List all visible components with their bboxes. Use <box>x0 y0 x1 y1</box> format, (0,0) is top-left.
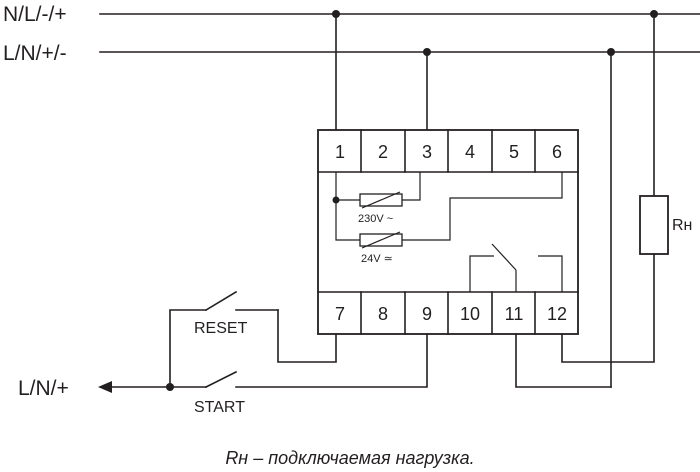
terminal-8-label: 8 <box>378 304 388 324</box>
coil-dc-slash <box>361 231 401 249</box>
contact-t10-lead <box>469 255 494 292</box>
load-label: Rн <box>672 217 692 234</box>
reset-switch-left-lead <box>169 309 207 388</box>
reset-switch-blade <box>204 290 238 312</box>
terminal-1-label: 1 <box>335 142 345 162</box>
wire-start-to-t9 <box>235 333 428 388</box>
control-switches: RESET START L/N/+ <box>18 290 428 416</box>
rail-bottom-label: L/N/+/- <box>3 42 67 65</box>
wire-t11-to-rail <box>515 333 612 388</box>
coil-ac-to-t3 <box>402 172 421 201</box>
power-rails: N/L/-/+ L/N/+/- <box>3 3 700 65</box>
reset-label: RESET <box>194 320 248 337</box>
start-label: START <box>194 399 245 416</box>
start-switch-blade <box>204 370 238 389</box>
junction-dot-bottom-rail-t11 <box>607 48 615 56</box>
terminal-6-label: 6 <box>552 142 562 162</box>
terminal-4-label: 4 <box>465 142 475 162</box>
coil-ac-label: 230V ~ <box>358 213 393 225</box>
rail-top-label: N/L/-/+ <box>3 3 67 26</box>
supply-wires <box>332 10 658 388</box>
coil-dc-to-t6 <box>402 172 563 241</box>
contact-blade <box>491 243 517 271</box>
wire-load-to-t12 <box>561 253 655 363</box>
terminal-9-label: 9 <box>422 304 432 324</box>
junction-dot-top-rail-t1 <box>332 10 340 18</box>
relay-contacts <box>469 243 563 292</box>
load-resistor: Rн <box>561 195 692 363</box>
internal-coil-circuit: 230V ~ 24V ≃ <box>332 172 563 265</box>
terminal-5-label: 5 <box>509 142 519 162</box>
wire-reset-to-t7 <box>277 309 337 363</box>
input-arrow-icon <box>98 381 112 393</box>
junction-dot-top-rail-load <box>650 10 658 18</box>
input-label: L/N/+ <box>18 377 69 400</box>
relay-module: 1 2 3 4 5 6 7 8 9 10 11 12 230V ~ 24V ≃ <box>317 129 579 335</box>
contact-t12-lead <box>538 255 563 292</box>
load-resistor-body <box>639 195 669 255</box>
terminal-10-label: 10 <box>460 304 480 324</box>
junction-dot-bottom-rail-t3 <box>423 48 431 56</box>
input-junction-dot <box>166 383 174 391</box>
coil-dc-label: 24V ≃ <box>361 253 393 265</box>
coil-ac-slash <box>361 191 401 209</box>
terminal-3-label: 3 <box>422 142 432 162</box>
terminal-11-label: 11 <box>505 304 524 324</box>
terminal-2-label: 2 <box>378 142 388 162</box>
coil-common-wire <box>335 172 360 241</box>
caption: Rн – подключаемая нагрузка. <box>225 448 474 468</box>
terminal-12-label: 12 <box>547 304 567 324</box>
terminal-7-label: 7 <box>335 304 345 324</box>
